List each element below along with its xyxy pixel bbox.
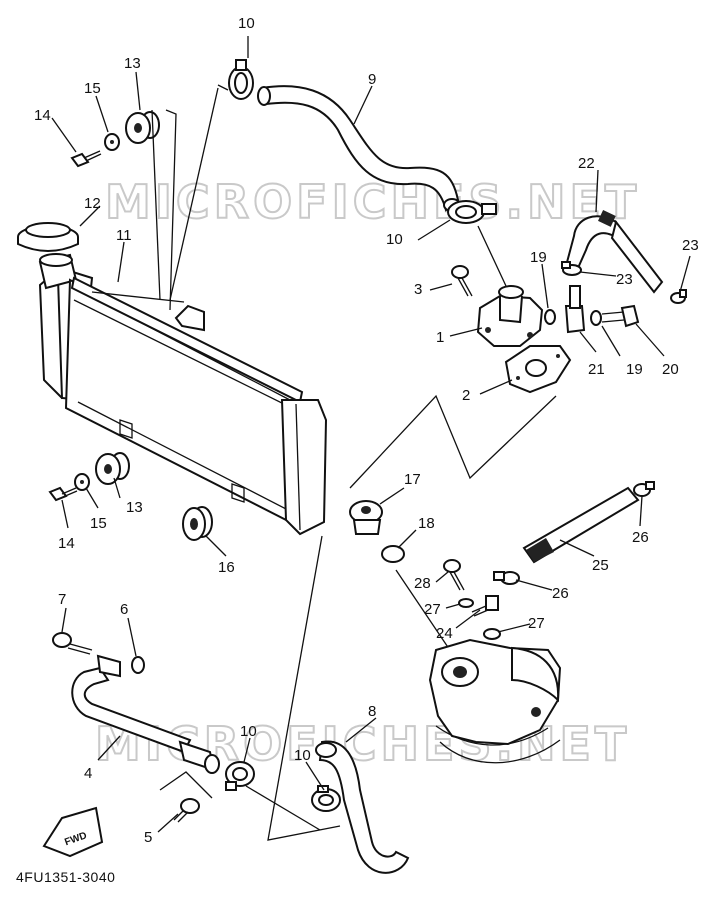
o-ring-19b	[590, 310, 602, 326]
diagram-code: 4FU1351-3040	[16, 869, 115, 885]
callout-28: 28	[414, 575, 431, 592]
leader-10a	[169, 87, 219, 301]
callout-17: 17	[404, 471, 421, 488]
collar-top	[104, 133, 120, 151]
callout-12: 12	[84, 195, 101, 212]
callout-2: 2	[462, 387, 470, 404]
callout-19-right: 19	[626, 361, 643, 378]
hose-clamp-lower-right	[311, 785, 341, 812]
callout-16: 16	[218, 559, 235, 576]
o-ring-19a	[544, 309, 556, 325]
callout-13-top: 13	[124, 55, 141, 72]
callout-6: 6	[120, 601, 128, 618]
callout-21: 21	[588, 361, 605, 378]
gasket-2	[504, 345, 572, 394]
washer-27a	[458, 598, 474, 608]
pump-housing-cover	[476, 285, 544, 347]
callout-26-left: 26	[552, 585, 569, 602]
callout-15-top: 15	[84, 80, 101, 97]
callout-27-left: 27	[424, 601, 441, 618]
callout-5: 5	[144, 829, 152, 846]
callout-23-right: 23	[682, 237, 699, 254]
callout-15-bottom: 15	[90, 515, 107, 532]
leader-10a-tip	[217, 84, 229, 91]
callout-26-right: 26	[632, 529, 649, 546]
callout-10-pump: 10	[386, 231, 403, 248]
hose-clip-26b	[493, 571, 520, 585]
hose-clamp-top	[228, 59, 254, 100]
bolt-24	[471, 595, 499, 617]
callout-3: 3	[414, 281, 422, 298]
bolt-5	[173, 798, 200, 823]
bolt-28	[443, 559, 465, 591]
callout-13-bottom: 13	[126, 499, 143, 516]
bolt-7	[52, 632, 93, 655]
callout-23-left: 23	[616, 271, 633, 288]
hose-clip-23a	[561, 261, 582, 276]
callout-14-bottom: 14	[58, 535, 75, 552]
leader-13b	[151, 109, 161, 301]
bolt-top	[70, 150, 102, 168]
callout-10-lower-left: 10	[240, 723, 257, 740]
o-ring-18	[381, 545, 405, 563]
callout-1: 1	[436, 329, 444, 346]
leader-13a	[165, 109, 177, 311]
hose-clamp-lower-left	[225, 761, 255, 791]
callout-22: 22	[578, 155, 595, 172]
callout-7: 7	[58, 591, 66, 608]
fitting-21	[564, 285, 586, 334]
leader-radiator-lower	[267, 535, 341, 841]
hose-clip-23b	[670, 289, 687, 304]
collar-bottom	[74, 473, 90, 491]
leader-zigzag	[349, 394, 557, 489]
bolt-3	[451, 265, 473, 297]
lower-hose-8	[315, 740, 410, 874]
leader-10-pump	[477, 225, 507, 287]
radiator	[38, 253, 328, 536]
thermostat-17	[349, 500, 383, 535]
callout-20: 20	[662, 361, 679, 378]
grommet-bottom	[95, 452, 130, 485]
callout-14-top: 14	[34, 107, 51, 124]
leader-5	[159, 771, 213, 799]
watermark-top: MICROFICHES.NET	[105, 175, 640, 229]
callout-10-top: 10	[238, 15, 255, 32]
coolant-pipe-4	[71, 666, 220, 774]
callout-27-right: 27	[528, 615, 545, 632]
callout-11: 11	[116, 227, 132, 244]
pipe-flange	[96, 654, 121, 678]
bolt-bottom	[48, 486, 78, 502]
leader-10c	[245, 785, 321, 831]
callout-19-top: 19	[530, 249, 547, 266]
bypass-hose-25	[522, 486, 640, 564]
radiator-cap	[17, 222, 79, 252]
union-bolt-20	[601, 304, 640, 328]
grommet-top	[125, 111, 160, 144]
hose-clamp-upper-right	[447, 200, 497, 224]
grommet-16	[182, 506, 213, 541]
o-ring-6	[131, 656, 145, 674]
callout-8: 8	[368, 703, 376, 720]
callout-24: 24	[436, 625, 453, 642]
fwd-arrow-icon: FWD	[42, 806, 104, 858]
hose-clip-26a	[633, 481, 655, 497]
callout-9: 9	[368, 71, 376, 88]
callout-25: 25	[592, 557, 609, 574]
callout-10-lower-right: 10	[294, 747, 311, 764]
callout-4: 4	[84, 765, 92, 782]
pump-housing-lower	[428, 638, 562, 764]
washer-27b	[483, 628, 501, 640]
callout-18: 18	[418, 515, 435, 532]
breather-hose-22	[564, 210, 664, 294]
